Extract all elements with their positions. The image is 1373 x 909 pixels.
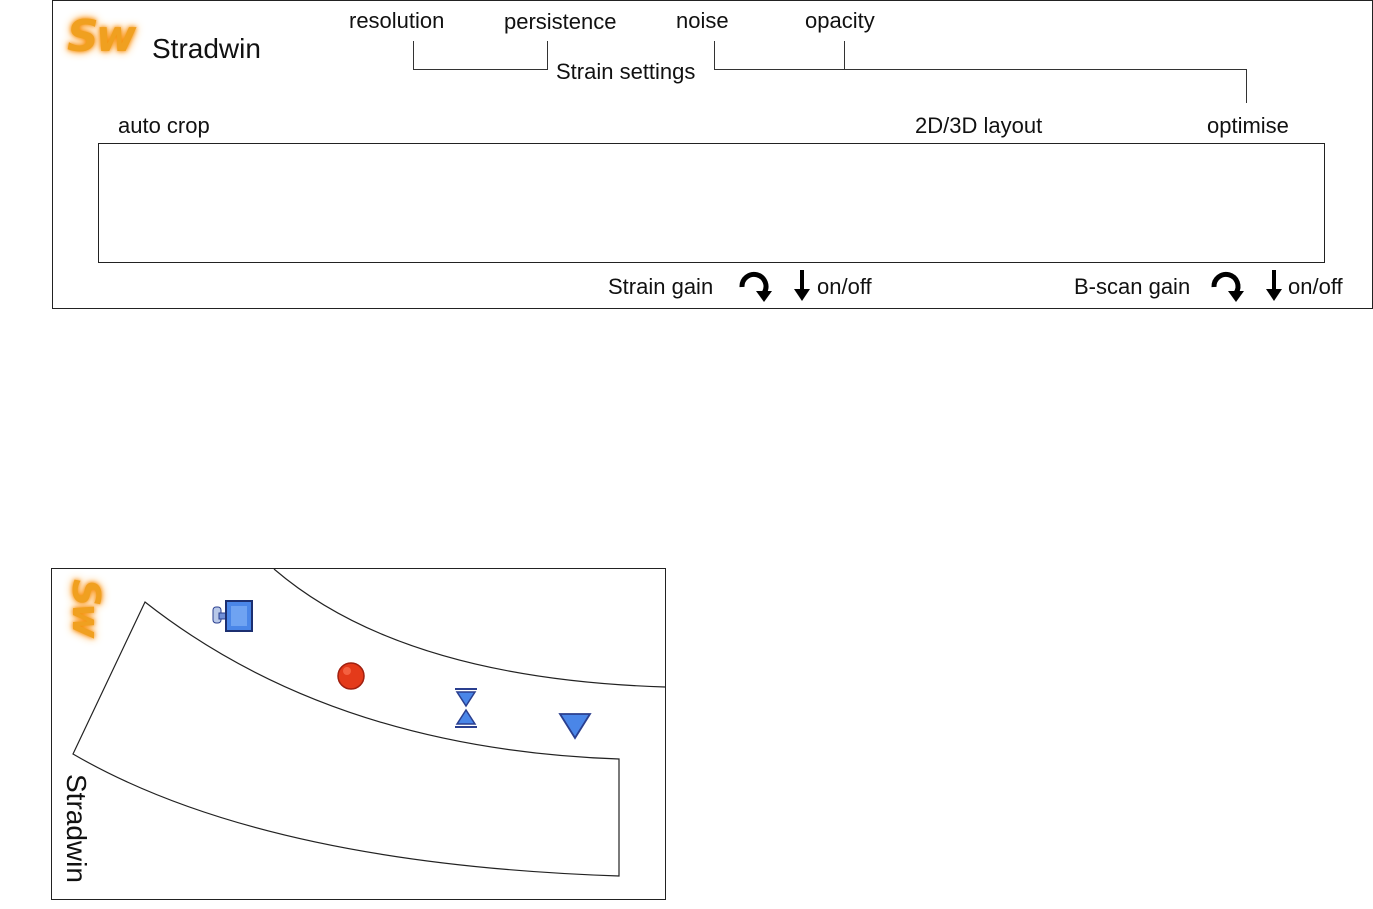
app-name-vertical: Stradwin — [61, 774, 92, 883]
bracket-resolution-vertical — [413, 41, 414, 70]
sw-logo-vertical: Sw — [64, 579, 108, 636]
bracket-optimise-vertical — [1246, 69, 1247, 103]
layout-2d3d-label: 2D/3D layout — [915, 113, 1043, 138]
bscan-down-arrow-icon — [1266, 270, 1282, 301]
app-name: Stradwin — [152, 33, 261, 64]
bracket-persistence-vertical — [547, 41, 548, 70]
bscan-gain-label: B-scan gain — [1074, 274, 1191, 299]
opacity-label: opacity — [805, 8, 875, 33]
noise-label: noise — [676, 8, 729, 33]
curved-sector-outline — [72, 569, 665, 877]
red-dot-icon — [337, 662, 365, 690]
bottom-panel: Sw Stradwin — [51, 568, 666, 900]
triangle-down-icon — [558, 713, 592, 740]
hourglass-icon — [455, 688, 477, 728]
camera-icon — [212, 600, 253, 632]
auto-crop-label: auto crop — [118, 113, 210, 138]
bracket-left-horizontal — [413, 69, 547, 70]
sw-logo: Sw — [67, 11, 136, 62]
strain-settings-label: Strain settings — [556, 59, 696, 84]
bscan-gain-knob-icon — [1211, 271, 1244, 302]
bracket-opacity-vertical — [844, 41, 845, 70]
bscan-onoff-label: on/off — [1288, 274, 1343, 299]
strain-onoff-label: on/off — [817, 274, 872, 299]
bracket-noise-vertical — [714, 41, 715, 70]
strain-down-arrow-icon — [794, 270, 810, 301]
toolbar-box — [98, 143, 1325, 263]
resolution-label: resolution — [349, 8, 445, 33]
bracket-right-horizontal — [714, 69, 1247, 70]
strain-gain-knob-icon — [739, 271, 772, 302]
persistence-label: persistence — [504, 9, 617, 34]
strain-gain-label: Strain gain — [608, 274, 714, 299]
top-panel: Sw Stradwin resolution persistence noise… — [52, 0, 1373, 309]
optimise-label: optimise — [1207, 113, 1289, 138]
